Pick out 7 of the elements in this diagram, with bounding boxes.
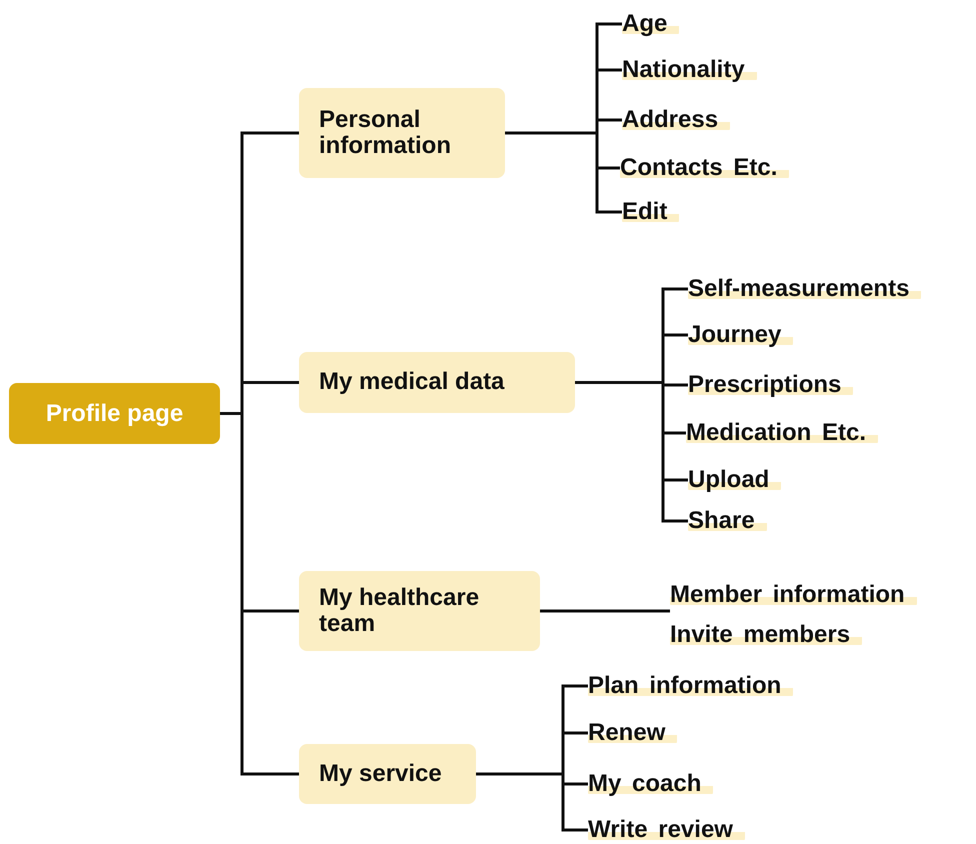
connector-line bbox=[220, 412, 299, 776]
root-topic-box: Profile page bbox=[9, 383, 220, 444]
connector-line bbox=[540, 610, 670, 612]
topic-box: My healthcare team bbox=[299, 571, 540, 651]
topic-box: My medical data bbox=[299, 352, 575, 413]
topic-box: My service bbox=[299, 744, 476, 804]
topic-box: Personal information bbox=[299, 88, 505, 178]
